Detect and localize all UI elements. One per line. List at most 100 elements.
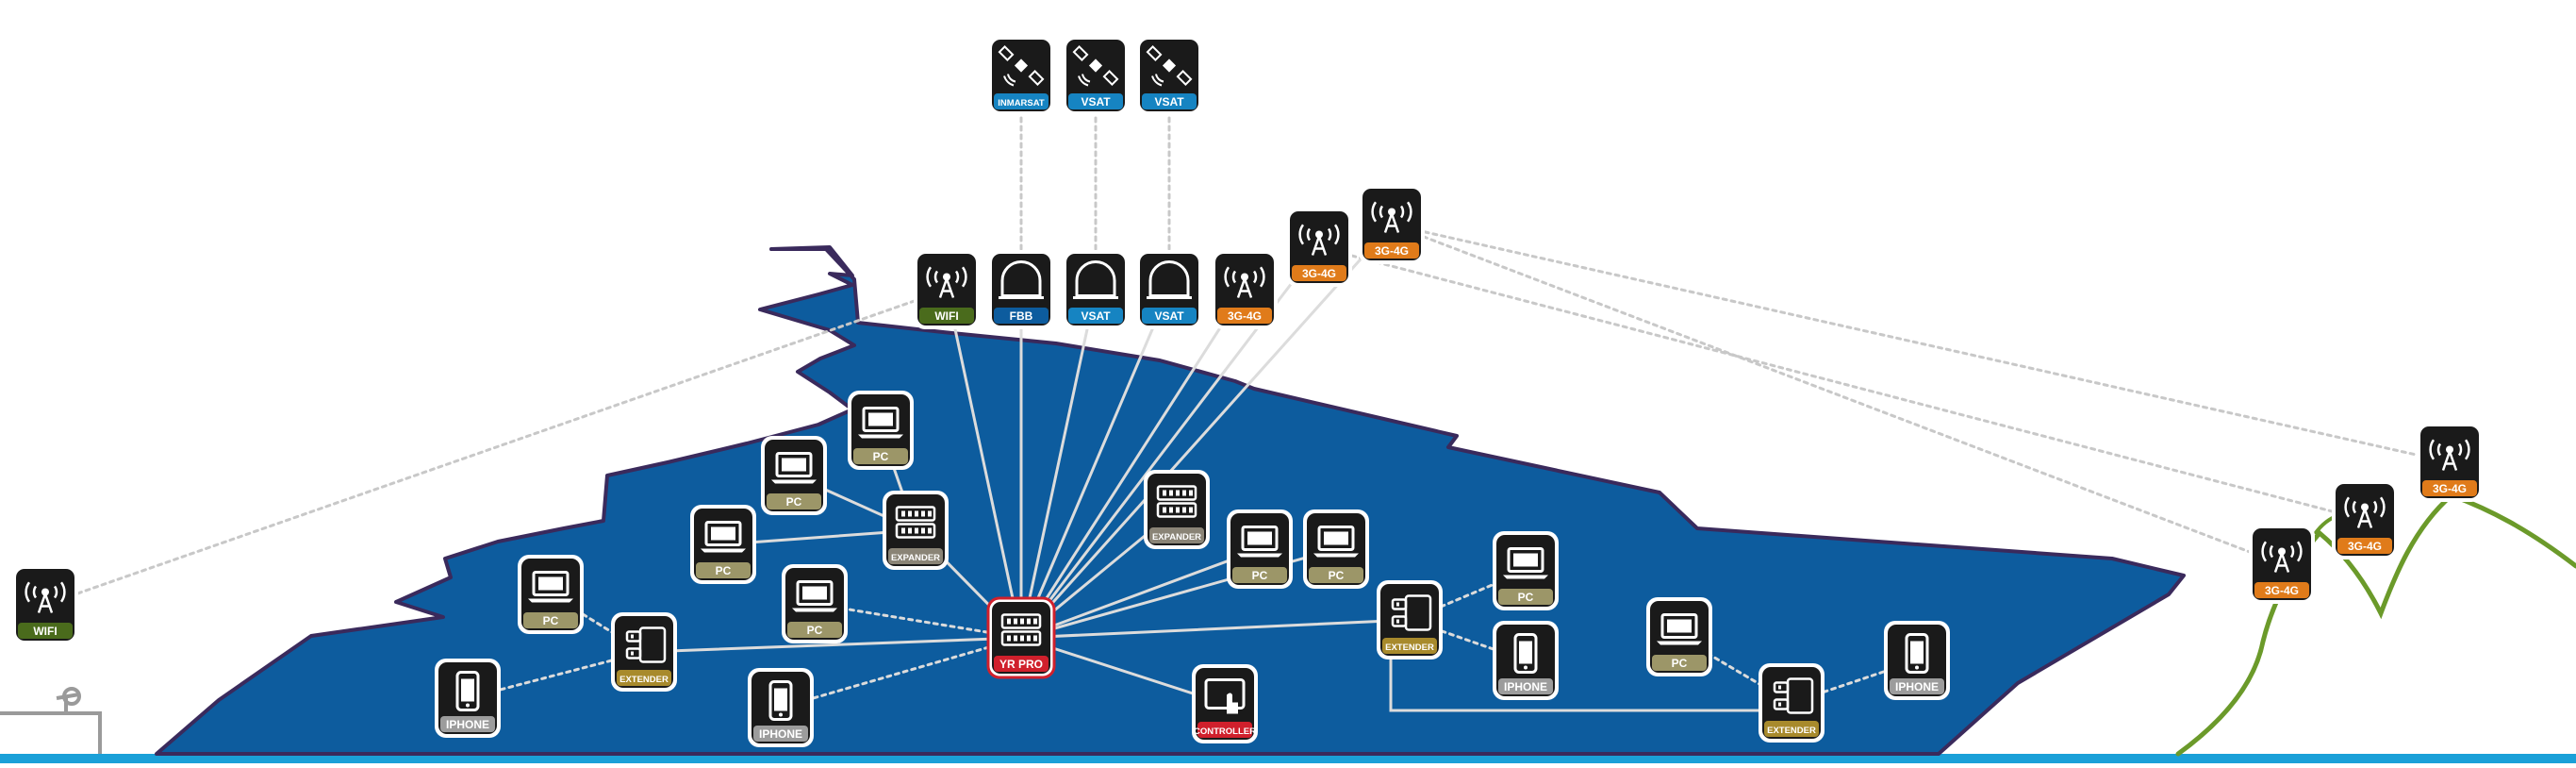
phone-icon: [455, 671, 480, 711]
pc-icon: [701, 521, 746, 553]
expander-icon: [895, 506, 936, 539]
link-router-pc-7: [1019, 547, 1262, 640]
cell-3-node: 3G-4G: [1359, 185, 1425, 264]
expander-1-node: EXPANDER: [883, 491, 949, 570]
vsat-sat-1-label: VSAT: [1081, 95, 1111, 109]
tower-1-label: 3G-4G: [2265, 584, 2299, 597]
vsat-dome-1-node: VSAT: [1063, 250, 1129, 329]
link-router-vsat-dome-1: [1019, 288, 1098, 640]
pc-icon: [858, 407, 903, 439]
cell-1-node: 3G-4G: [1212, 250, 1278, 329]
link-wifi-mast-shore-wifi: [43, 288, 949, 607]
cell-3-label-band: [1364, 242, 1419, 259]
extender-icon: [1391, 594, 1432, 631]
pc-7-label-band: [1232, 567, 1287, 583]
dome-icon: [1147, 260, 1192, 299]
extender-3-node: EXTENDER: [1759, 663, 1825, 743]
antenna-icon: [25, 581, 66, 613]
shore-wifi-label: WIFI: [33, 625, 57, 638]
pc-icon: [1657, 613, 1702, 645]
phone-icon: [1905, 633, 1929, 674]
pc-9-label: PC: [1672, 657, 1688, 670]
cell-2-node: 3G-4G: [1286, 208, 1352, 287]
iphone-1-label-band: [440, 716, 495, 732]
router-label: YR PRO: [999, 658, 1043, 671]
link-router-wifi-mast: [945, 288, 1023, 640]
iphone-3-node: IPHONE: [1493, 621, 1559, 700]
iphone-1-label: IPHONE: [446, 718, 489, 731]
cell-2-label: 3G-4G: [1302, 267, 1336, 280]
link-cell-2-tower-2: [1317, 245, 2367, 522]
expander-1-label: EXPANDER: [891, 553, 940, 563]
router-label-band: [994, 656, 1049, 672]
satellite-icon: [1072, 45, 1119, 87]
inmarsat-sat-label-band: [994, 93, 1049, 109]
iphone-4-node: IPHONE: [1884, 621, 1950, 700]
pc-4-label: PC: [873, 450, 889, 463]
pc-1-node: PC: [518, 555, 584, 634]
phone-icon: [768, 680, 793, 721]
vsat-dome-2-label: VSAT: [1154, 309, 1184, 323]
extender-icon: [625, 626, 667, 663]
fbb-dome-label: FBB: [1010, 309, 1033, 323]
expander-2-label-band: [1149, 527, 1204, 543]
link-cell-3-tower-1: [1390, 223, 2284, 566]
extender-1-label: EXTENDER: [619, 675, 669, 685]
iphone-3-label: IPHONE: [1504, 680, 1547, 693]
pc-4-node: PC: [848, 391, 914, 470]
pc-3-label: PC: [786, 495, 802, 509]
router-icon: [1000, 613, 1042, 646]
link-router-cell-3: [1019, 223, 1394, 640]
expander-2-node: EXPANDER: [1144, 470, 1210, 549]
pc-2-node: PC: [690, 505, 756, 584]
pc-8-label-band: [1309, 567, 1363, 583]
vsat-sat-2-label: VSAT: [1154, 95, 1184, 109]
tower-2-label: 3G-4G: [2348, 540, 2382, 553]
shore-wifi-label-band: [18, 623, 73, 639]
extender-2-label: EXTENDER: [1385, 643, 1434, 653]
water-line: [0, 754, 2576, 763]
pc-5-node: PC: [782, 564, 848, 643]
antenna-icon: [1298, 224, 1340, 256]
cell-1-label: 3G-4G: [1228, 309, 1262, 323]
pc-5-label-band: [787, 622, 842, 638]
link-router-cell-1: [1019, 288, 1247, 640]
antenna-icon: [2344, 496, 2386, 528]
controller-label-band: [1197, 722, 1252, 738]
tower-1-node: 3G-4G: [2249, 525, 2315, 604]
satellite-icon: [1146, 45, 1193, 87]
pc-6-label-band: [1498, 589, 1553, 605]
extender-1-label-band: [617, 670, 671, 686]
tower-2-node: 3G-4G: [2332, 480, 2398, 559]
vsat-sat-2-label-band: [1142, 93, 1197, 109]
pc-2-label-band: [696, 562, 751, 578]
inmarsat-sat-node: INMARSAT: [988, 36, 1054, 115]
pc-9-label-band: [1652, 655, 1707, 671]
pc-8-node: PC: [1303, 509, 1369, 589]
controller-label: CONTROLLER: [1194, 726, 1256, 737]
cell-3-label: 3G-4G: [1375, 244, 1409, 258]
fbb-dome-label-band: [994, 308, 1049, 324]
pc-4-label-band: [853, 448, 908, 464]
link-router-iphone-2: [779, 636, 1023, 710]
tower-1-label-band: [2254, 582, 2309, 598]
vsat-dome-1-label-band: [1068, 308, 1123, 324]
cell-1-label-band: [1217, 308, 1272, 324]
iphone-2-node: IPHONE: [748, 668, 814, 747]
iphone-4-label-band: [1890, 678, 1944, 694]
pier: [0, 687, 102, 754]
pc-icon: [528, 571, 573, 603]
antenna-icon: [1371, 201, 1412, 233]
pc-1-label: PC: [543, 614, 559, 627]
tower-3-node: 3G-4G: [2417, 423, 2483, 502]
pc-7-label: PC: [1252, 569, 1268, 582]
vsat-dome-1-label: VSAT: [1081, 309, 1111, 323]
wifi-mast-label: WIFI: [934, 309, 958, 323]
router-node: YR PRO: [986, 596, 1056, 679]
wifi-mast-node: WIFI: [914, 250, 980, 329]
link-router-extender-2: [1019, 618, 1412, 640]
pc-icon: [792, 580, 837, 612]
antenna-icon: [926, 266, 967, 298]
iphone-2-label: IPHONE: [759, 727, 802, 741]
link-router-vsat-dome-2: [1019, 288, 1171, 640]
